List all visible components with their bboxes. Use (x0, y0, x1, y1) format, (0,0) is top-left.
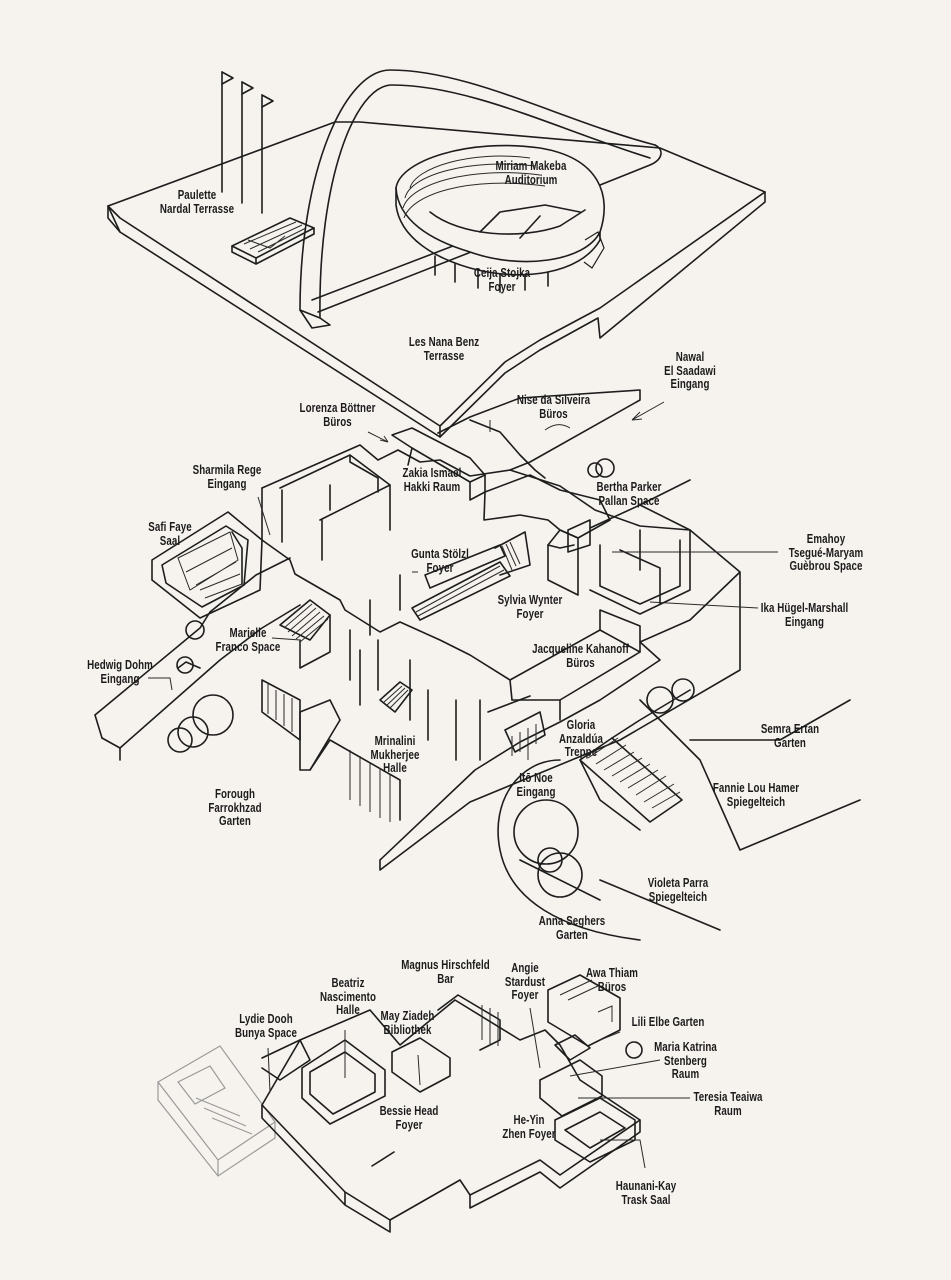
columns (349, 574, 481, 761)
terrace-stair (231, 217, 315, 265)
roof-level (107, 69, 766, 438)
ground-level (157, 974, 643, 1233)
auditorium-bowl (395, 144, 605, 293)
leader-lines (148, 401, 778, 1169)
main-level (94, 389, 861, 941)
trees (167, 458, 695, 898)
flagpoles (221, 71, 274, 214)
label-elbe: Lili Elbe Garten (631, 1015, 705, 1029)
